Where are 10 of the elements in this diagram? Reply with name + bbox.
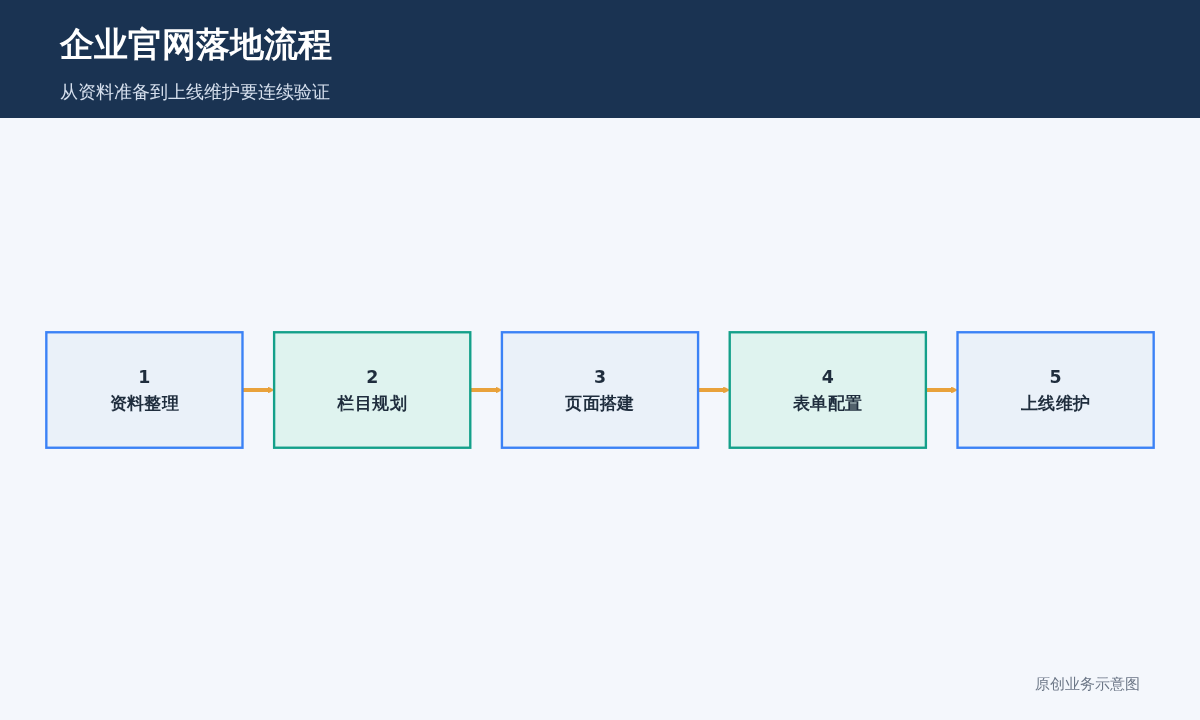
footer-note: 原创业务示意图 [1035,675,1140,694]
node-box: 1 资料整理 [45,331,244,449]
node-box: 5 上线维护 [956,331,1155,449]
node-box: 3 页面搭建 [500,331,700,449]
arrow [925,386,958,394]
node-box: 2 栏目规划 [272,331,472,449]
title: 企业官网落地流程 [60,23,332,66]
subtitle: 从资料准备到上线维护要连续验证 [60,80,330,104]
node-box: 4 表单配置 [728,331,928,449]
arrow [242,386,275,394]
